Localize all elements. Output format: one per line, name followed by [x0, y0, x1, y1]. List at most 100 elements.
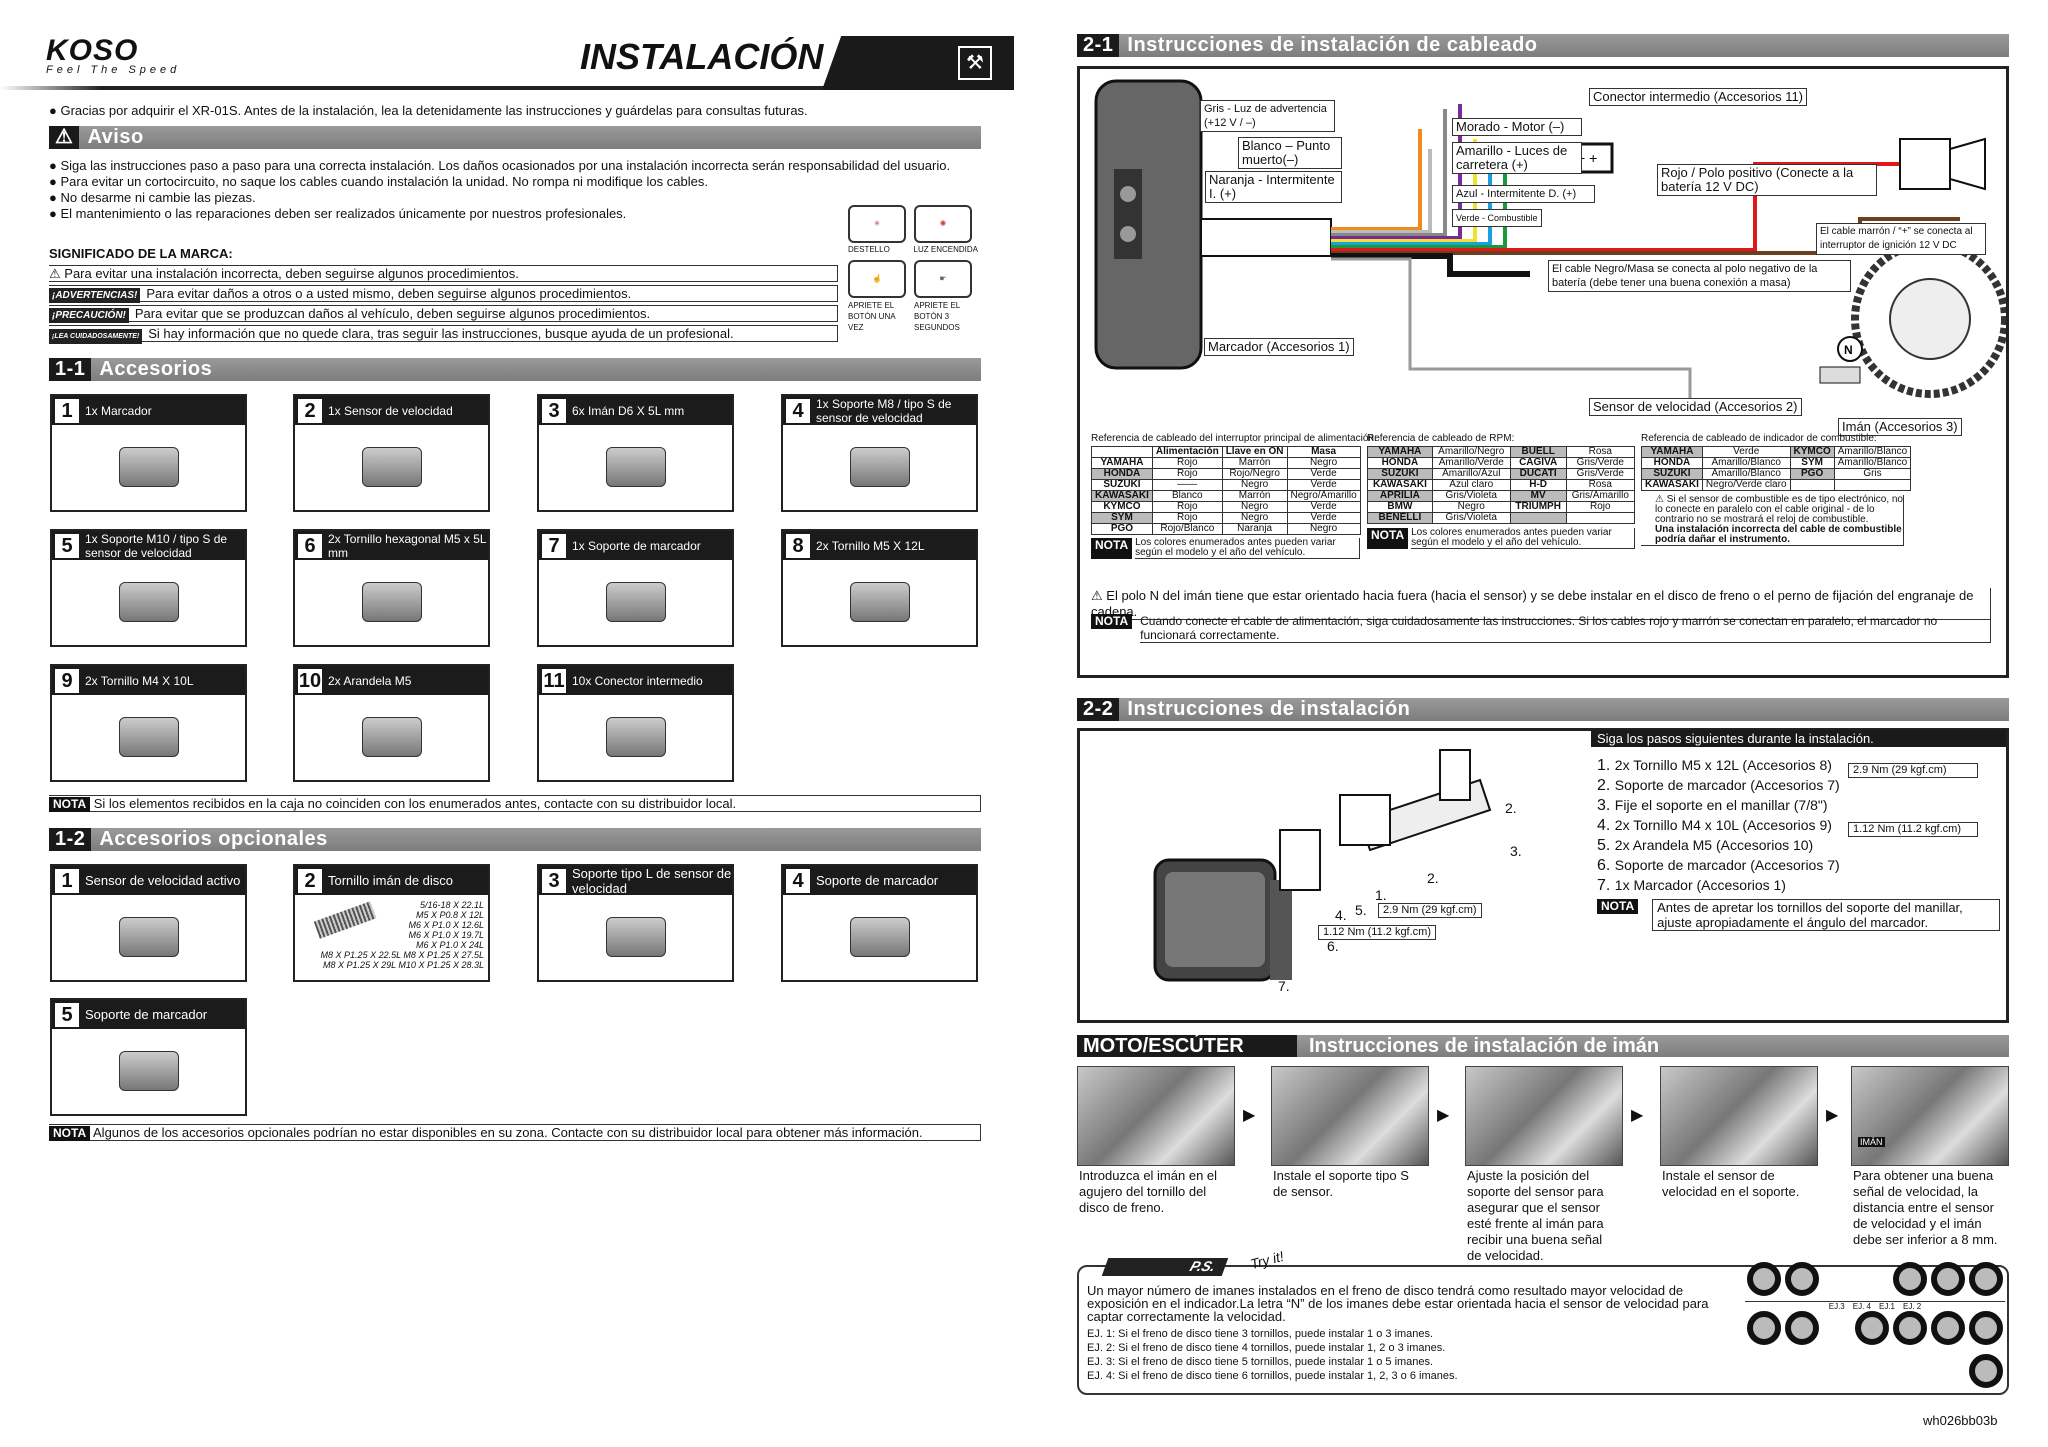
accessory-label: 1x Sensor de velocidad — [328, 403, 453, 418]
magnet-step-photo: IMÁN — [1851, 1066, 2009, 1166]
table-cell — [1833, 479, 1912, 491]
magnet-step-caption: Instale el soporte tipo S de sensor. — [1273, 1168, 1409, 1199]
brand-name: KOSO — [46, 34, 139, 67]
ps-text: Un mayor número de imanes instalados en … — [1087, 1283, 1709, 1382]
label-negro: El cable Negro/Masa se conecta al polo n… — [1548, 260, 1851, 292]
accessory-image — [361, 716, 422, 757]
table-cell: Negro — [1221, 501, 1288, 513]
footer-code: wh026bb03b — [1923, 1413, 1998, 1428]
accessory-image — [605, 716, 666, 757]
accessory-image — [361, 446, 422, 487]
table-cell — [1789, 479, 1835, 491]
table-cell: Negro — [1286, 457, 1361, 469]
magnet-step-photo — [1271, 1066, 1429, 1166]
table-cell: Rosa — [1565, 479, 1636, 491]
table-cell: TRIUMPH — [1509, 501, 1567, 513]
table-cell: Rojo — [1151, 512, 1223, 524]
screw-size: M8 X P1.25 X 29L M10 X P1.25 X 28.3L — [323, 960, 484, 970]
install-step-text: 2x Tornillo M5 x 12L (Accesorios 8) — [1614, 757, 1832, 773]
mark-row: ¡LEA CUIDADOSAMENTE!Si hay información q… — [49, 325, 838, 344]
mark-row: ¡ADVERTENCIAS!Para evitar daños a otros … — [49, 285, 838, 303]
table-cell: Negro/Amarillo — [1286, 490, 1361, 502]
aviso-item: ● El mantenimiento o las reparaciones de… — [49, 206, 627, 221]
accessory-label: 2x Tornillo hexagonal M5 x 5L mm — [328, 531, 487, 560]
table-cell — [1565, 512, 1636, 524]
optional-image — [849, 916, 910, 957]
table-cell: Rojo/Blanco — [1151, 523, 1223, 535]
accessory-number: 11 — [542, 668, 566, 693]
table-header-cell: Masa — [1286, 446, 1361, 458]
wiring-frame — [1077, 66, 2009, 678]
label-iman: Imán (Accesorios 3) — [1838, 418, 1962, 436]
flash-icon: ✳ — [848, 205, 906, 243]
opcionales-nota: NOTA Algunos de los accesorios opcionale… — [49, 1124, 981, 1141]
optional-number: 1 — [55, 868, 79, 893]
table-power-title: Referencia de cableado del interruptor p… — [1091, 433, 1377, 444]
table-cell: Marrón — [1221, 457, 1288, 469]
table-rpm-title: Referencia de cableado de RPM: — [1367, 433, 1515, 444]
accessory-image — [605, 581, 666, 622]
accessory-number: 9 — [55, 668, 79, 693]
svg-text:− +: − + — [1577, 150, 1597, 166]
install-step: 3. Fije el soporte en el manillar (7/8") — [1597, 797, 1828, 814]
table-cell: Rojo/Negro — [1221, 468, 1288, 480]
gauge-body — [1094, 79, 1203, 370]
mark-row: ⚠ Para evitar una instalación incorrecta… — [49, 265, 838, 282]
install-step: 7. 1x Marcador (Accesorios 1) — [1597, 877, 1786, 894]
magnet-step-caption: Ajuste la posición del soporte del senso… — [1467, 1168, 1604, 1263]
mark-row: ¡PRECAUCIÓN!Para evitar que se produzcan… — [49, 305, 838, 323]
table-cell: H-D — [1509, 479, 1567, 491]
install-step: 5. 2x Arandela M5 (Accesorios 10) — [1597, 837, 1814, 854]
arrow-right-icon: ▶ — [1631, 1107, 1644, 1124]
screw-size: M8 X P1.25 X 22.5L M8 X P1.25 X 27.5L — [320, 950, 484, 960]
optional-image — [118, 916, 179, 957]
table-cell: MV — [1509, 490, 1567, 502]
accessory-label: 2x Tornillo M5 X 12L — [816, 538, 925, 553]
accessory-label: 1x Marcador — [85, 403, 152, 418]
table-cell: Amarillo/Blanco — [1701, 468, 1791, 480]
accessory-label: 1x Soporte M10 / tipo S de sensor de vel… — [85, 531, 228, 560]
arrow-right-icon: ▶ — [1826, 1107, 1839, 1124]
table-cell: DUCATI — [1509, 468, 1567, 480]
accessory-number: 5 — [55, 533, 79, 558]
table-cell: Negro — [1221, 512, 1288, 524]
accessory-label: 6x Imán D6 X 5L mm — [572, 403, 685, 418]
install-step: 4. 2x Tornillo M4 x 10L (Accesorios 9) — [1597, 817, 1832, 834]
table-cell: PGO — [1789, 468, 1835, 480]
install-frame — [1077, 728, 2009, 1023]
speed-sensor — [1819, 366, 1861, 384]
table-cell: Amarillo/Blanco — [1833, 446, 1912, 458]
table-fuel-title: Referencia de cableado de indicador de c… — [1641, 433, 1877, 444]
table-cell: Gris — [1833, 468, 1912, 480]
koso-logo: KOSO Feel The Speed — [46, 34, 180, 76]
brand-tagline: Feel The Speed — [46, 64, 181, 76]
optional-label: Sensor de velocidad activo — [85, 873, 241, 888]
table-cell: Verde — [1286, 501, 1361, 513]
accessory-image — [361, 581, 422, 622]
table-cell: Verde — [1286, 468, 1361, 480]
step4-torque: 1.12 Nm (11.2 kgf.cm) — [1848, 822, 1978, 837]
table-cell: KYMCO — [1789, 446, 1835, 458]
